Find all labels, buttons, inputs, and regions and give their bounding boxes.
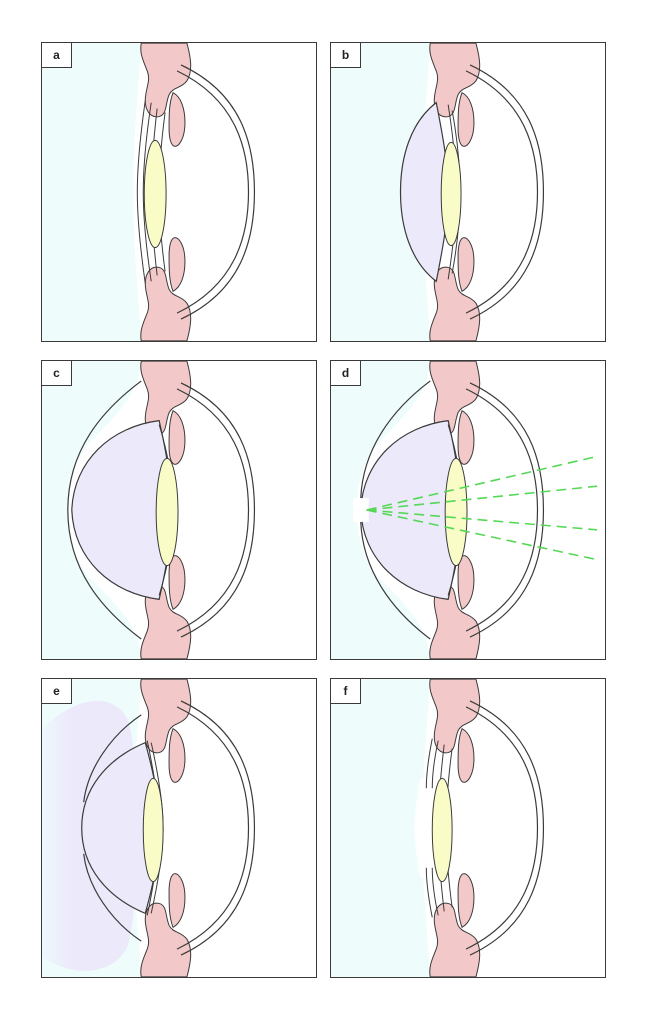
- panel-label: a: [42, 43, 72, 68]
- iris-lower: [429, 555, 481, 659]
- eye-cross-section: [331, 361, 598, 659]
- cornea: [465, 700, 545, 956]
- iris-upper: [429, 43, 481, 147]
- panel-a: a: [41, 42, 317, 342]
- panel-label: b: [331, 43, 361, 68]
- eye-cross-section: [331, 679, 545, 977]
- eye-cross-section: [331, 43, 545, 341]
- iris-lower: [140, 555, 192, 659]
- incision-gap: [352, 498, 369, 522]
- lens: [143, 139, 167, 249]
- panel-e: e: [41, 678, 317, 978]
- panel-b: b: [330, 42, 606, 342]
- aqueous-region: [42, 361, 142, 659]
- panel-c: c: [41, 360, 317, 660]
- lens: [142, 777, 164, 883]
- cornea: [83, 700, 256, 956]
- lens: [440, 141, 462, 247]
- laser-beams: [366, 455, 598, 561]
- eye-cross-section: [42, 679, 256, 977]
- iris-lower: [429, 237, 481, 341]
- lens: [444, 457, 468, 567]
- panel-label: f: [331, 679, 361, 704]
- panel-f: f: [330, 678, 606, 978]
- iris-upper: [140, 43, 192, 147]
- aqueous-region: [331, 361, 431, 659]
- iris-upper: [140, 679, 192, 783]
- cornea: [465, 64, 545, 320]
- panel-d: d: [330, 360, 606, 660]
- panel-label: e: [42, 679, 72, 704]
- iris-lower: [429, 873, 481, 977]
- panel-label: d: [331, 361, 361, 386]
- iris-lower: [140, 237, 192, 341]
- aqueous-region: [331, 679, 431, 977]
- iris-upper: [429, 679, 481, 783]
- cornea: [176, 64, 256, 320]
- residual-bubble: [414, 778, 427, 878]
- aqueous-region: [331, 43, 431, 341]
- lens: [431, 777, 453, 883]
- aqueous-region: [42, 43, 142, 341]
- lens: [155, 457, 179, 567]
- eye-cross-section: [42, 43, 256, 341]
- iris-lower: [140, 873, 192, 977]
- panel-label: c: [42, 361, 72, 386]
- eye-cross-section: [42, 361, 256, 659]
- cornea: [360, 380, 545, 640]
- cornea: [67, 380, 256, 640]
